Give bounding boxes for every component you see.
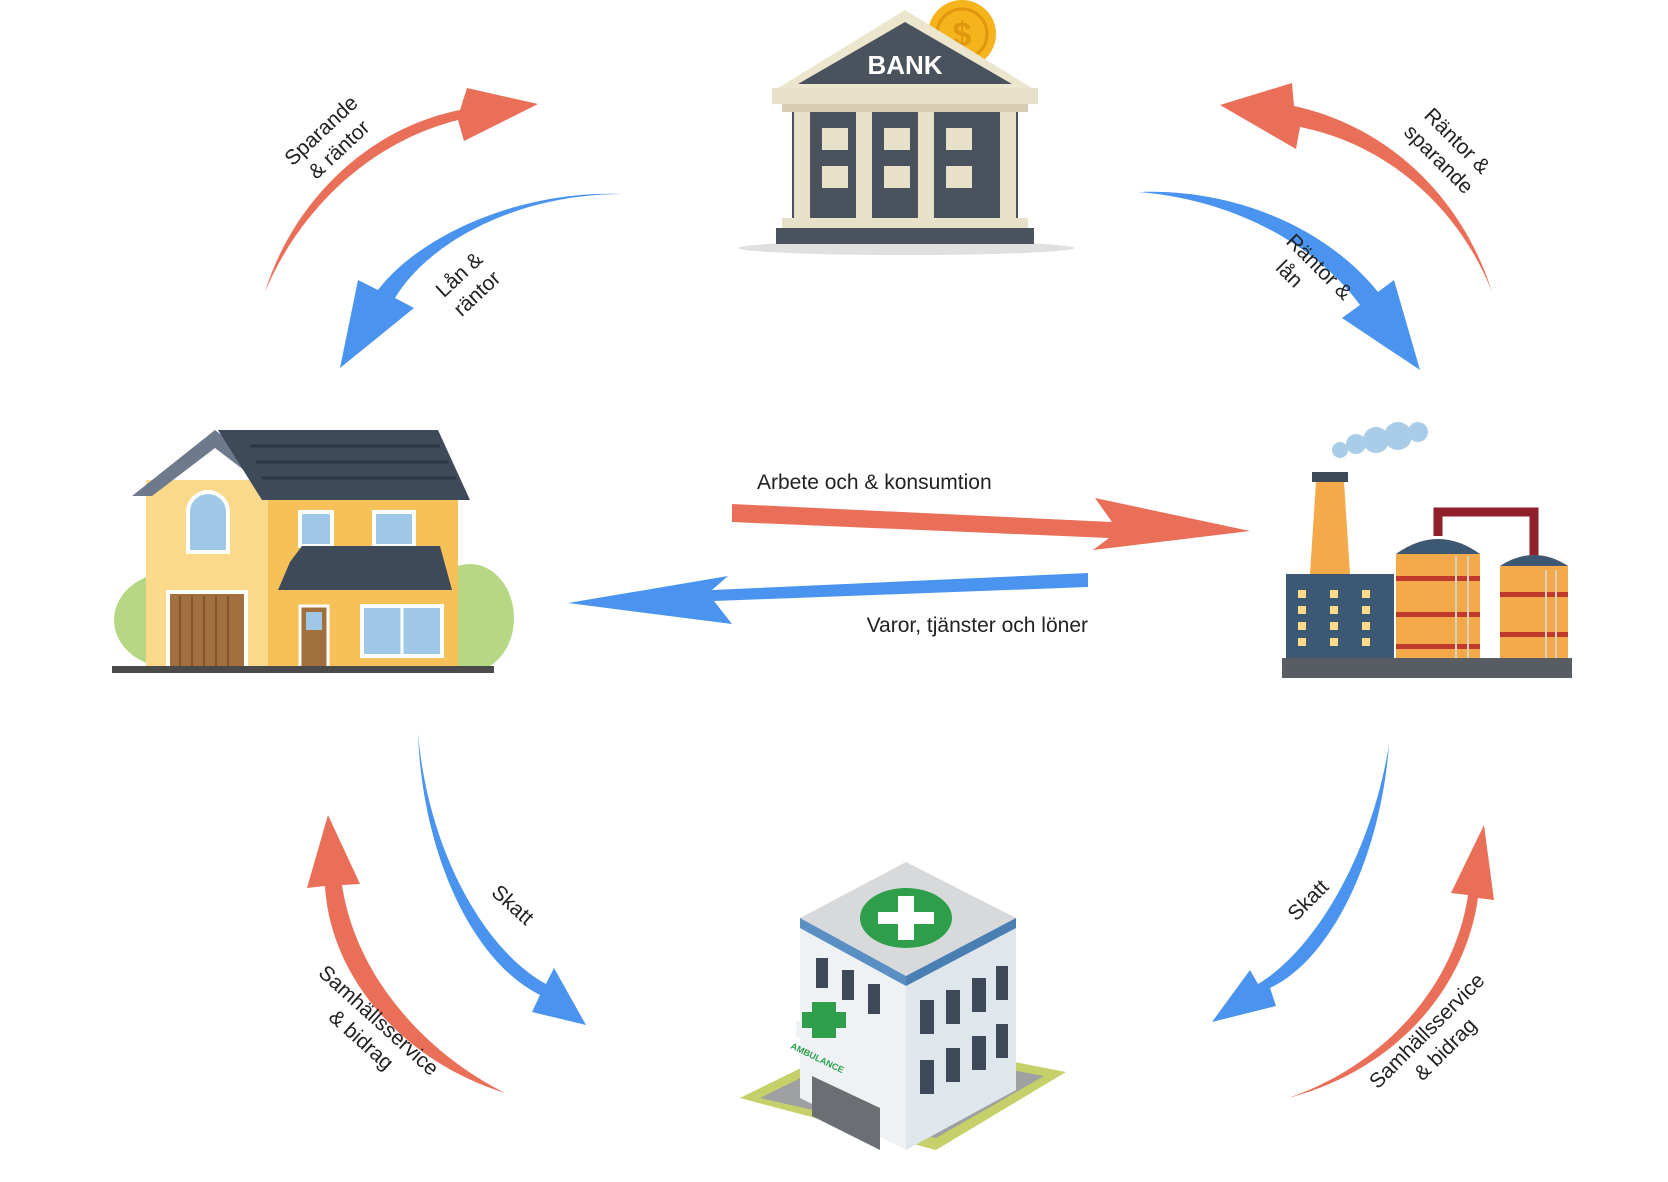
label-household-to-government: Skatt (487, 881, 538, 930)
hospital-icon: AMBULANCE (740, 862, 1066, 1150)
bank-sign: BANK (867, 50, 942, 80)
label-firm-to-household: Varor, tjänster och löner (867, 614, 1088, 637)
label-firm-to-bank: Räntor & sparande (1399, 104, 1494, 199)
label-bank-to-firm: Räntor & lån (1271, 230, 1356, 305)
bank-building-icon: $ BANK (738, 0, 1074, 255)
label-household-to-bank: Sparande & räntor (280, 91, 374, 183)
label-bank-to-household: Lån & räntor (432, 248, 506, 321)
smoke-icon (1332, 422, 1428, 458)
arrow-firm-to-government (1212, 745, 1389, 1022)
flow-arrows (265, 83, 1494, 1098)
arrow-household-to-bank (265, 88, 538, 292)
arrow-bank-to-household (340, 193, 622, 368)
factory-icon (1282, 422, 1572, 678)
arrow-bank-to-firm (1138, 191, 1420, 370)
house-icon (112, 430, 514, 673)
label-household-to-firm: Arbete och & konsumtion (757, 471, 992, 494)
label-text: Skatt (487, 881, 538, 930)
arrow-household-to-firm (732, 498, 1250, 550)
arrow-government-to-firm (1288, 825, 1494, 1098)
arrow-government-to-household (307, 815, 505, 1093)
arrow-household-to-government (418, 733, 586, 1025)
arrow-firm-to-bank (1220, 83, 1492, 292)
arrow-firm-to-household (568, 573, 1088, 624)
